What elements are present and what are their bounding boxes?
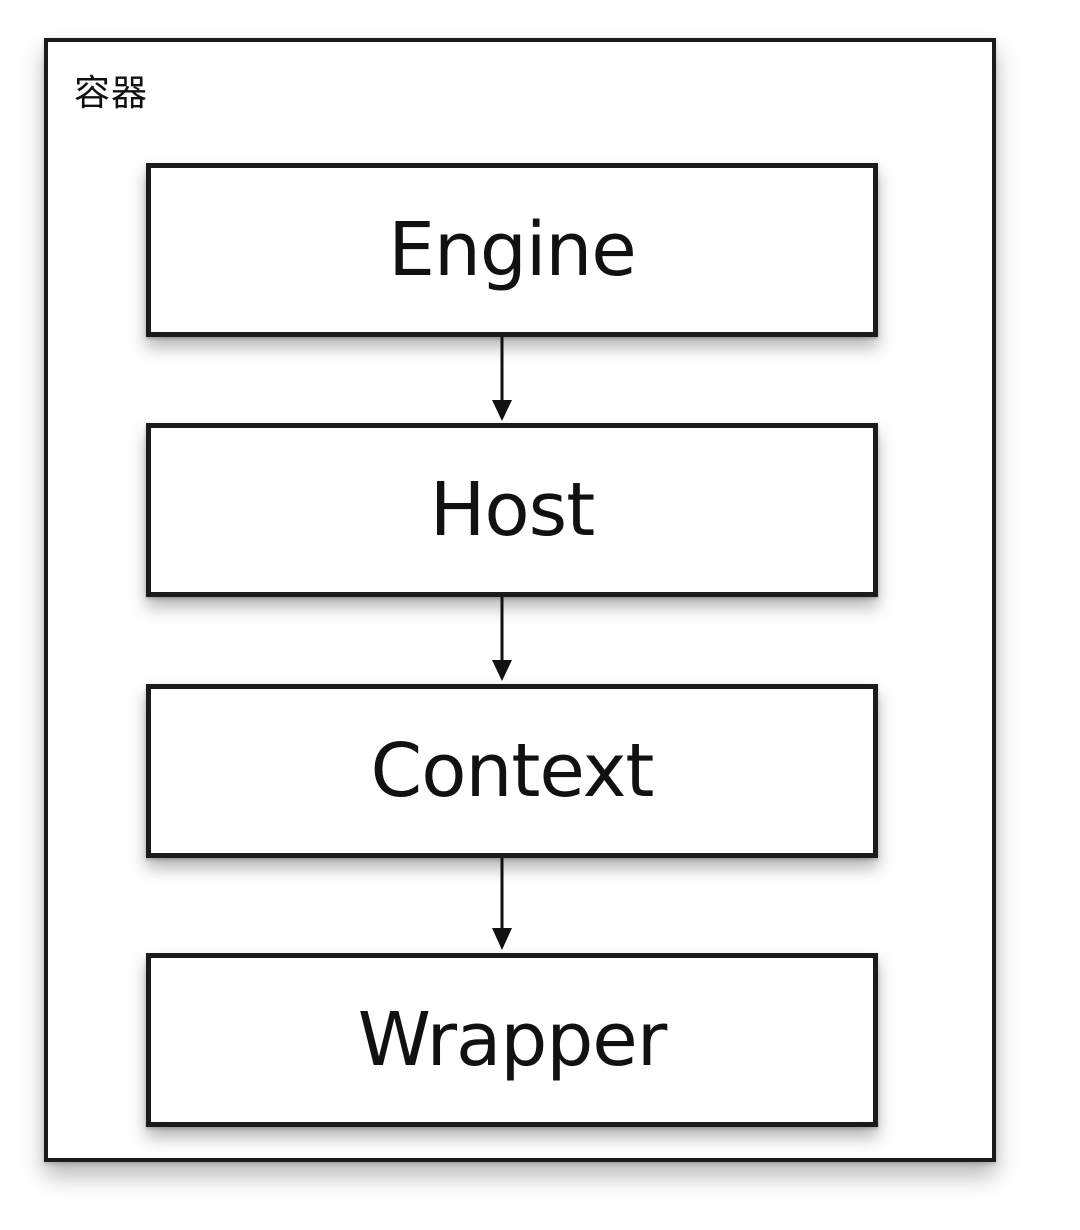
wrapper-node: Wrapper: [146, 953, 878, 1127]
host-node-label: Host: [429, 467, 595, 553]
context-node-label: Context: [370, 728, 655, 814]
engine-node: Engine: [146, 163, 878, 337]
context-node: Context: [146, 684, 878, 858]
host-node: Host: [146, 423, 878, 597]
wrapper-node-label: Wrapper: [357, 997, 668, 1083]
engine-node-label: Engine: [388, 207, 637, 293]
container-label: 容器: [74, 73, 149, 114]
